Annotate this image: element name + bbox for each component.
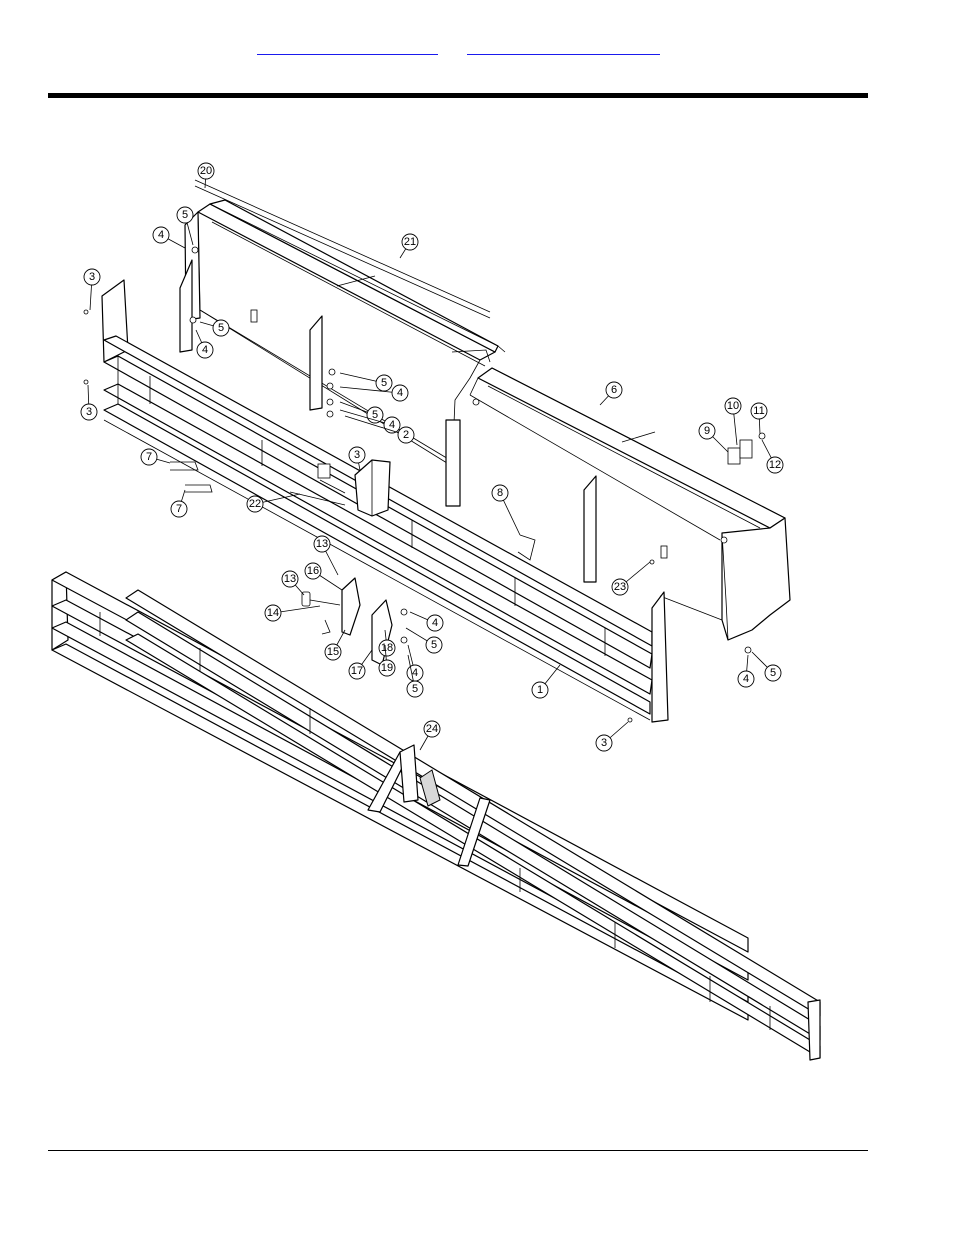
- callout-24: 24: [420, 721, 440, 750]
- callout-16: 16: [305, 563, 342, 590]
- callout-label: 12: [769, 459, 781, 471]
- callout-8: 8: [492, 485, 520, 535]
- callout-label: 4: [389, 419, 395, 431]
- callout-3: 3: [84, 269, 100, 310]
- callout-6: 6: [600, 382, 622, 405]
- callout-label: 4: [158, 229, 164, 241]
- callout-5: 5: [200, 320, 229, 336]
- callout-label: 8: [497, 487, 503, 499]
- callout-label: 3: [354, 449, 360, 461]
- callout-3: 3: [596, 722, 628, 751]
- rods: [195, 180, 490, 318]
- callout-7: 7: [171, 490, 187, 517]
- callout-4: 4: [410, 612, 443, 631]
- callout-label: 5: [182, 209, 188, 221]
- callout-4: 4: [340, 385, 408, 401]
- callout-5: 5: [752, 652, 781, 681]
- callout-9: 9: [699, 423, 728, 452]
- callout-20: 20: [198, 163, 214, 188]
- callout-17: 17: [349, 650, 372, 679]
- callout-label: 16: [307, 565, 319, 577]
- callout-label: 5: [412, 683, 418, 695]
- callout-label: 11: [753, 405, 764, 417]
- callout-13: 13: [282, 571, 304, 595]
- callout-label: 5: [431, 639, 437, 651]
- callout-label: 21: [404, 236, 416, 248]
- callout-label: 4: [432, 617, 438, 629]
- callout-label: 19: [381, 662, 393, 674]
- callout-label: 7: [146, 451, 152, 463]
- callout-label: 3: [86, 406, 92, 418]
- callout-7: 7: [141, 449, 170, 465]
- callout-label: 5: [218, 322, 224, 334]
- callout-label: 1: [537, 684, 543, 696]
- callout-5: 5: [340, 373, 392, 391]
- callout-label: 18: [381, 642, 393, 654]
- callout-label: 14: [267, 607, 279, 619]
- callout-label: 5: [770, 667, 776, 679]
- callout-label: 13: [316, 538, 328, 550]
- callout-label: 2: [403, 429, 409, 441]
- callout-label: 5: [381, 377, 387, 389]
- callout-11: 11: [751, 403, 767, 434]
- callout-label: 10: [727, 400, 739, 412]
- callout-label: 3: [601, 737, 607, 749]
- callout-label: 4: [202, 344, 208, 356]
- callout-23: 23: [612, 562, 650, 595]
- callout-12: 12: [762, 440, 783, 473]
- callout-15: 15: [325, 630, 345, 660]
- callout-label: 15: [327, 646, 339, 658]
- callout-1: 1: [532, 665, 560, 698]
- callout-label: 6: [611, 384, 617, 396]
- callout-label: 17: [351, 665, 363, 677]
- callout-5: 5: [340, 402, 383, 423]
- callout-label: 24: [426, 723, 438, 735]
- callout-label: 3: [89, 271, 95, 283]
- callout-label: 7: [176, 503, 182, 515]
- callout-14: 14: [265, 605, 320, 621]
- callout-label: 4: [397, 387, 403, 399]
- callout-label: 23: [614, 581, 626, 593]
- callout-label: 13: [284, 573, 296, 585]
- callout-3: 3: [81, 385, 97, 420]
- callout-10: 10: [725, 398, 741, 445]
- callout-label: 4: [743, 673, 749, 685]
- callout-4: 4: [196, 330, 213, 358]
- callout-leader: [340, 387, 400, 393]
- callout-5: 5: [406, 628, 442, 653]
- callout-21: 21: [400, 234, 418, 258]
- callout-4: 4: [738, 655, 754, 687]
- callout-label: 9: [704, 425, 710, 437]
- callout-label: 22: [249, 498, 261, 510]
- callout-label: 20: [200, 165, 212, 177]
- hinge-plates: [302, 578, 392, 665]
- callout-4: 4: [153, 227, 185, 248]
